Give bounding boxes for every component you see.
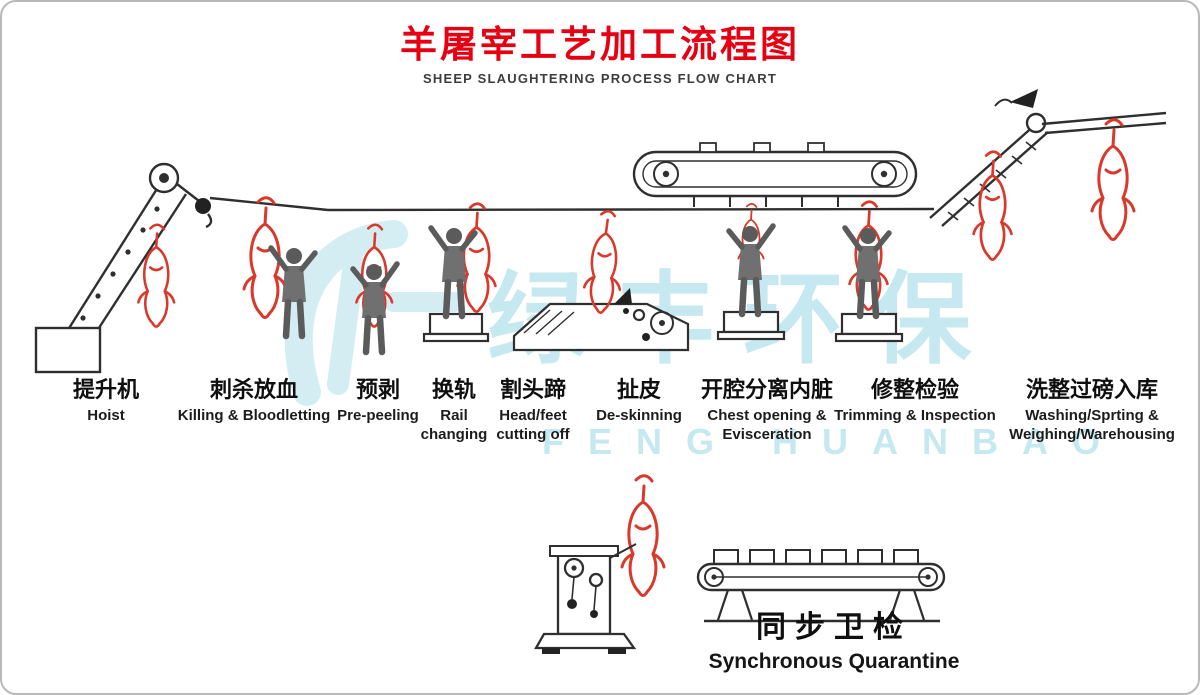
station-label-headfeet: 割头蹄 Head/feet cutting off — [488, 376, 578, 444]
station-label-trimming: 修整检验 Trimming & Inspection — [825, 376, 1005, 425]
station-label-killing: 刺杀放血 Killing & Bloodletting — [168, 376, 340, 425]
station-label-deskinning: 扯皮 De-skinning — [584, 376, 694, 425]
carcass-quarantine — [620, 474, 666, 597]
title-block: 羊屠宰工艺加工流程图 SHEEP SLAUGHTERING PROCESS FL… — [2, 24, 1198, 86]
station-en: Pre-peeling — [337, 407, 419, 424]
station-label-prepeeling: 预剥 Pre-peeling — [323, 376, 433, 425]
quarantine-machine — [534, 543, 637, 654]
carcass-right-b — [1090, 118, 1136, 241]
station-en: Rail changing — [420, 407, 488, 443]
skinning-machine — [512, 288, 690, 352]
station-en: Washing/Sprting & Weighing/Warehousing — [1009, 407, 1175, 443]
station-zh: 提升机 — [72, 377, 139, 402]
carcass-hoist — [137, 223, 176, 328]
station-zh: 同步卫检 — [756, 611, 912, 644]
station-en: Chest opening & Evisceration — [707, 407, 827, 443]
station-en: Trimming & Inspection — [834, 407, 996, 424]
station-zh: 修整检验 — [870, 377, 959, 402]
watermark-en-text: FENG HUANBAO — [542, 421, 1124, 462]
station-zh: 预剥 — [355, 377, 400, 402]
station-en: De-skinning — [596, 407, 682, 424]
station-zh: 开腔分离内脏 — [701, 377, 834, 402]
station-label-washing: 洗整过磅入库 Washing/Sprting & Weighing/Wareho… — [1006, 376, 1178, 444]
station-en: Synchronous Quarantine — [708, 650, 960, 673]
top-conveyor — [632, 142, 918, 207]
station-zh: 扯皮 — [616, 377, 661, 402]
quarantine-conveyor-table — [696, 549, 946, 623]
station-zh: 洗整过磅入库 — [1025, 377, 1158, 402]
overhead-rail — [209, 196, 935, 212]
page-title: 羊屠宰工艺加工流程图 — [400, 24, 800, 65]
station-zh: 换轨 — [431, 377, 476, 402]
station-label-railchanging: 换轨 Rail changing — [415, 376, 493, 444]
right-incline-conveyor — [929, 89, 1167, 227]
station-label-evisceration: 开腔分离内脏 Chest opening & Evisceration — [701, 376, 833, 444]
station-zh: 割头蹄 — [499, 377, 566, 402]
station-en: Killing & Bloodletting — [177, 407, 331, 424]
page-subtitle: SHEEP SLAUGHTERING PROCESS FLOW CHART — [422, 71, 777, 86]
station-en: Head/feet cutting off — [496, 407, 570, 443]
worker-pedestals — [422, 310, 904, 343]
station-en: Hoist — [87, 407, 125, 424]
station-zh: 刺杀放血 — [209, 377, 298, 402]
station-label-hoist: 提升机 Hoist — [46, 376, 166, 425]
hoist-conveyor — [34, 162, 213, 374]
station-label-quarantine: 同步卫检 Synchronous Quarantine — [709, 610, 960, 674]
